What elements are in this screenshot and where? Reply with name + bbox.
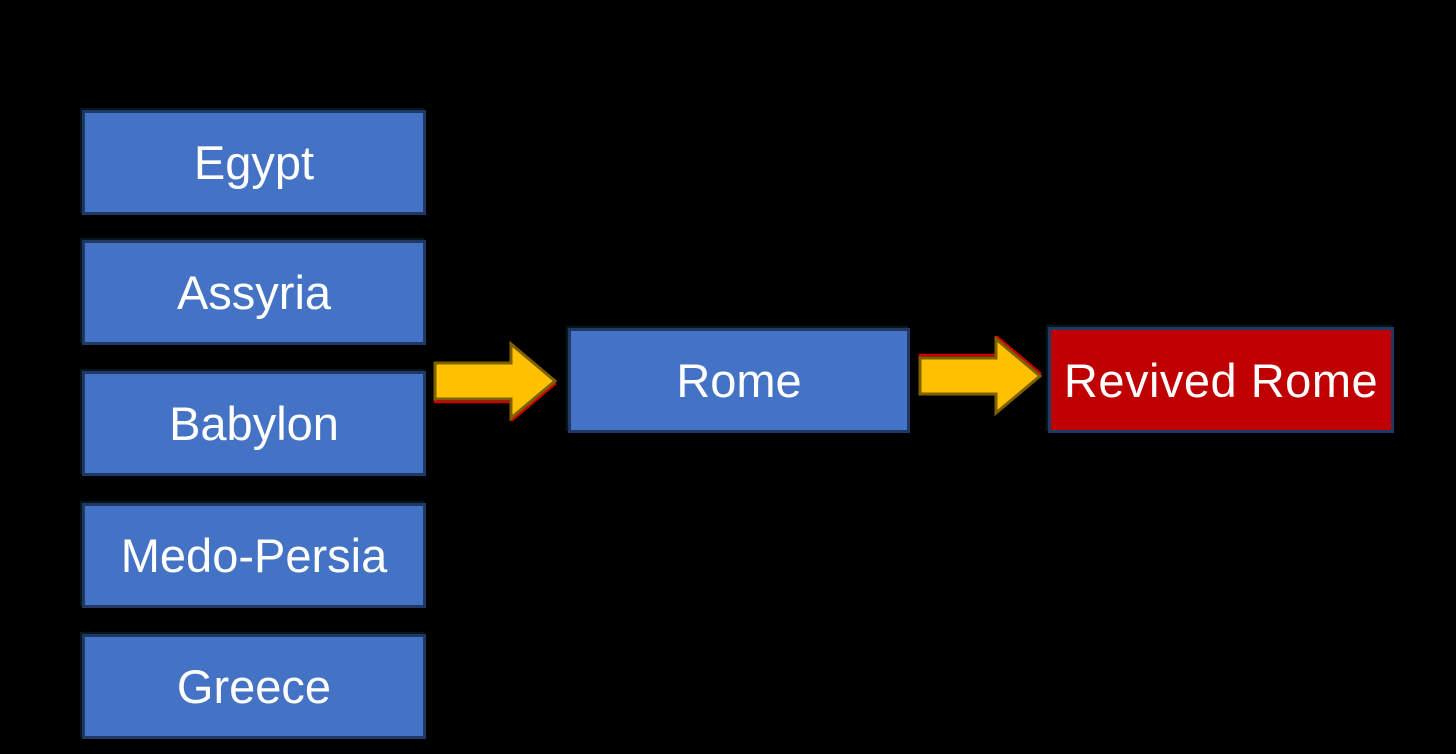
kingdom-label-babylon: Babylon — [169, 397, 339, 450]
kingdom-box-assyria: Assyria — [82, 240, 426, 345]
kingdom-label-assyria: Assyria — [176, 266, 332, 319]
kingdom-box-egypt: Egypt — [82, 110, 426, 215]
right-arrow-icon — [918, 336, 1043, 416]
revived-rome-box: Revived Rome — [1048, 327, 1394, 433]
revived-rome-label: Revived Rome — [1063, 353, 1379, 407]
kingdom-box-greece: Greece — [82, 634, 426, 739]
kingdom-label-egypt: Egypt — [193, 136, 315, 189]
kingdom-label-medo-persia: Medo-Persia — [120, 529, 388, 582]
arrow-body — [918, 336, 1043, 416]
kingdom-label-greece: Greece — [176, 660, 332, 713]
arrow-body — [433, 341, 558, 421]
rome-box: Rome — [568, 328, 910, 433]
right-arrow-icon — [433, 341, 558, 421]
kingdom-box-babylon: Babylon — [82, 371, 426, 476]
kingdom-box-medo-persia: Medo-Persia — [82, 503, 426, 608]
rome-label: Rome — [676, 354, 802, 407]
